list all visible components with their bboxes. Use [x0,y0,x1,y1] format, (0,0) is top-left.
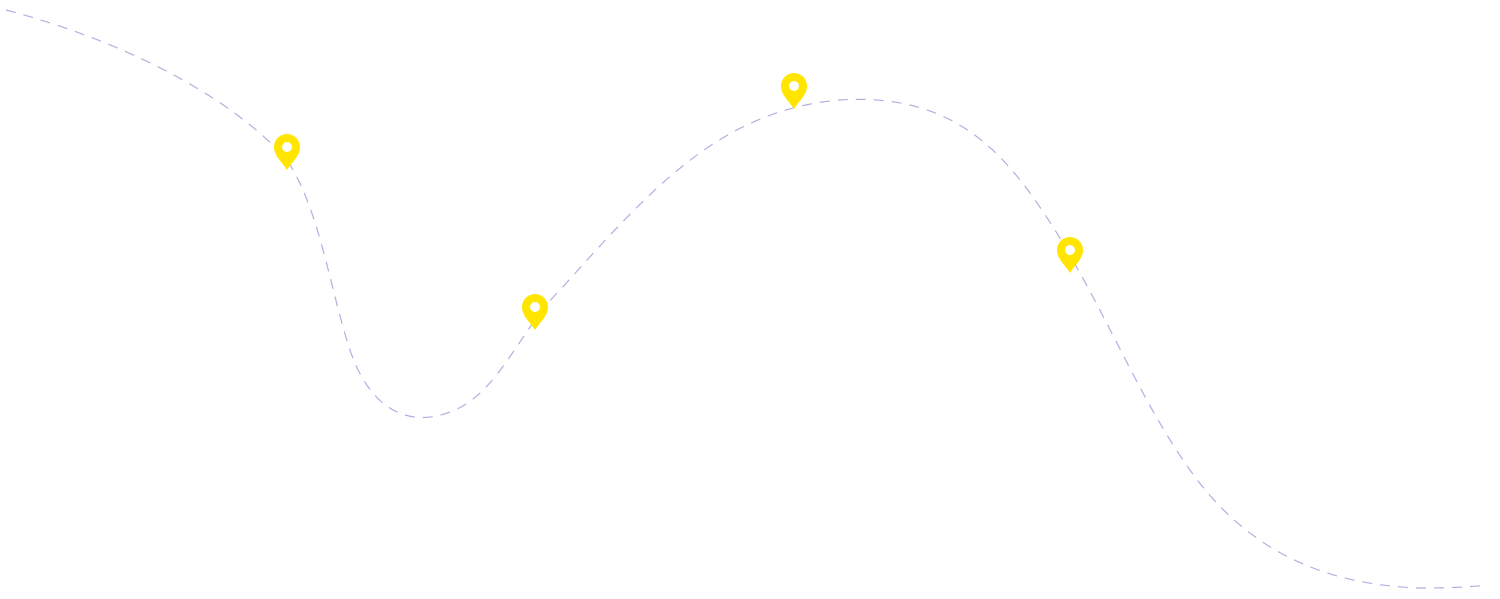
map-pin-icon[interactable] [522,294,548,330]
map-pin-icon[interactable] [274,134,300,170]
map-pin-icon[interactable] [1057,237,1083,273]
dashed-route-path [5,9,1489,589]
map-pin-icon[interactable] [781,73,807,109]
